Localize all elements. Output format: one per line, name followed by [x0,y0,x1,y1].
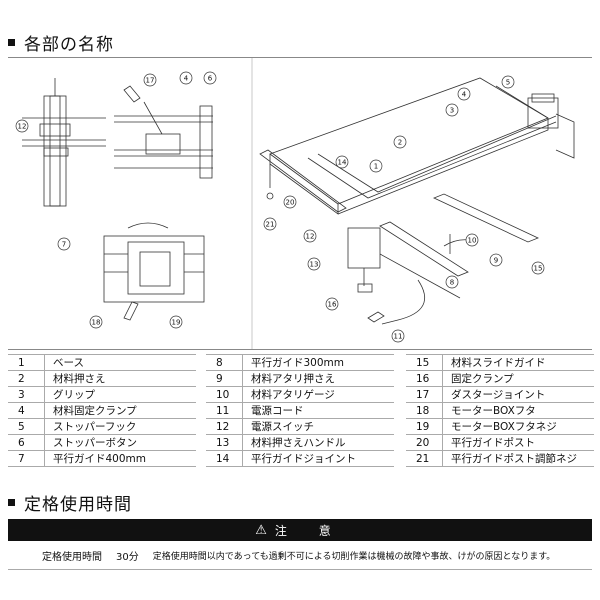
square-bullet-icon [8,39,15,46]
callout-markers: 1 2 3 4 5 6 7 8 9 10 11 12 13 14 15 16 1… [15,71,545,343]
caution-body: 定格使用時間 30分 定格使用時間以内であっても過剰不可による切削作業は機械の故… [8,541,592,570]
svg-text:15: 15 [534,265,543,273]
detail-stopper-view [114,85,213,179]
svg-text:16: 16 [328,301,337,309]
caution-text: 定格使用時間以内であっても過剰不可による切削作業は機械の故障や事故、けがの原因と… [152,551,556,562]
rated-time-label: 定格使用時間 [42,551,102,563]
callout-15: 15 [531,261,545,275]
callout-2: 2 [393,135,407,149]
svg-text:4: 4 [184,75,189,83]
callout-6: 6 [203,71,217,85]
parts-diagram-svg: 1 2 3 4 5 6 7 8 9 10 11 12 13 14 15 16 1… [15,58,575,349]
rated-time-section-title: 定格使用時間 [8,490,132,515]
svg-text:12: 12 [18,123,27,131]
callout-18: 18 [89,315,103,329]
svg-text:20: 20 [286,199,295,207]
svg-text:17: 17 [146,77,155,85]
main-machine-view [259,77,575,325]
svg-text:8: 8 [450,279,454,287]
detail-motor-box-view [103,222,205,321]
callout-13: 13 [307,257,321,271]
caution-header-text: 注 意 [274,523,345,538]
svg-text:9: 9 [494,257,498,265]
svg-text:21: 21 [266,221,275,229]
parts-diagram: 1 2 3 4 5 6 7 8 9 10 11 12 13 14 15 16 1… [8,57,592,350]
callout-21: 21 [263,217,277,231]
svg-text:2: 2 [398,139,402,147]
rated-time-title-text: 定格使用時間 [24,495,132,515]
caution-header: ⚠ 注 意 [8,519,592,541]
callout-5: 5 [501,75,515,89]
detail-guide-view [22,78,106,207]
svg-text:4: 4 [462,91,467,99]
svg-text:18: 18 [92,319,101,327]
callout-11: 11 [391,329,405,343]
callout-4: 4 [457,87,471,101]
callout-14: 14 [335,155,349,169]
svg-text:19: 19 [172,319,181,327]
svg-text:5: 5 [506,79,510,87]
svg-text:12: 12 [306,233,315,241]
callout-12-detail: 12 [15,119,29,133]
rated-time-value: 30分 [116,551,139,563]
callout-20: 20 [283,195,297,209]
svg-text:6: 6 [208,75,213,83]
parts-section-title: 各部の名称 [8,30,114,55]
callout-16: 16 [325,297,339,311]
svg-text:7: 7 [62,241,66,249]
callout-17: 17 [143,73,157,87]
svg-text:3: 3 [450,107,454,115]
svg-text:11: 11 [394,333,403,341]
parts-title-text: 各部の名称 [24,35,114,55]
svg-text:10: 10 [468,237,477,245]
callout-8: 8 [445,275,459,289]
callout-7: 7 [57,237,71,251]
callout-3: 3 [445,103,459,117]
callout-9: 9 [489,253,503,267]
callout-1: 1 [369,159,383,173]
callout-19: 19 [169,315,183,329]
warning-triangle-icon: ⚠ [255,522,267,538]
callout-4-detail: 4 [179,71,193,85]
svg-text:1: 1 [374,163,378,171]
callout-12: 12 [303,229,317,243]
square-bullet-icon [8,499,15,506]
svg-text:14: 14 [338,159,347,167]
callout-10: 10 [465,233,479,247]
svg-text:13: 13 [310,261,319,269]
